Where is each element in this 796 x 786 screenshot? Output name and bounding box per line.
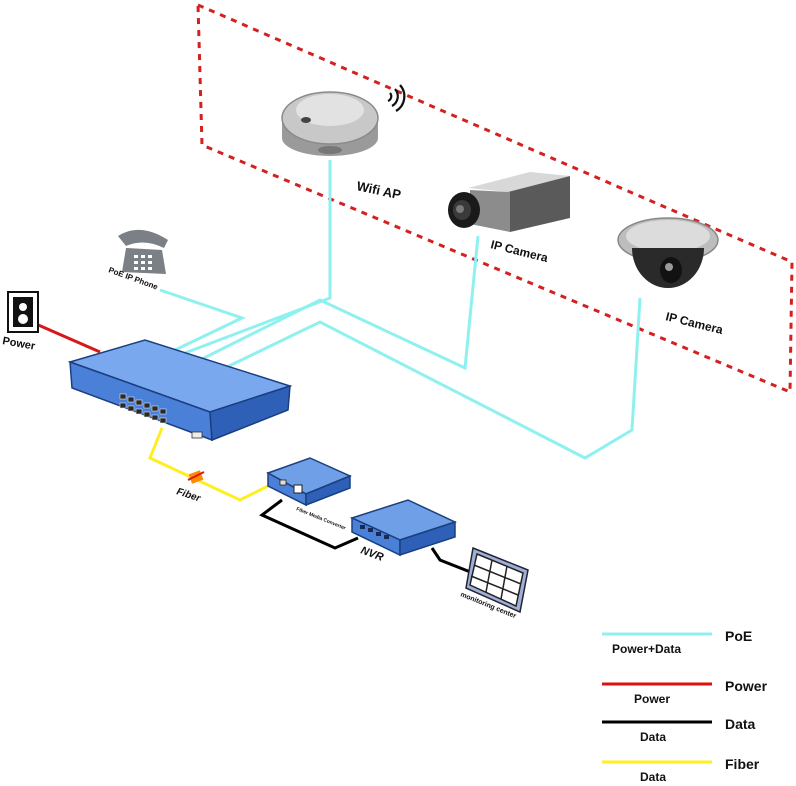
data-cable-converter-nvr [259, 498, 359, 550]
ip-camera-dome-device [617, 217, 719, 288]
power-cable [35, 322, 101, 354]
poe-switch [67, 339, 293, 442]
legend-item: Power Power [602, 678, 768, 706]
wifi-signal-icon [387, 84, 406, 112]
media-converter-device [266, 457, 352, 507]
label-nvr: NVR [359, 545, 385, 564]
monitoring-wall-device [465, 546, 529, 614]
data-cables [259, 498, 479, 577]
legend-desc: Power [634, 692, 670, 706]
legend-item: PoE Power+Data [602, 628, 752, 656]
wifi-ap-device [281, 91, 379, 156]
ip-camera-box-device [448, 172, 570, 232]
data-cable-nvr-monitor [430, 547, 479, 577]
poe-cable-ipcam [199, 235, 480, 371]
label-wifi-ap: Wifi AP [355, 178, 402, 202]
label-power-outlet: Power [1, 335, 36, 353]
label-ip-camera-dome: IP Camera [664, 309, 724, 337]
legend-key: Power [725, 678, 768, 694]
legend-item: Fiber Data [602, 756, 760, 784]
legend-desc: Data [640, 770, 666, 784]
poe-cables [159, 160, 642, 460]
phone-icon [118, 229, 168, 274]
legend-desc: Data [640, 730, 666, 744]
legend: PoE Power+Data Power Power Data Data Fib… [602, 628, 768, 784]
label-ip-camera-box: IP Camera [489, 237, 549, 265]
poe-cable-dome [224, 297, 642, 460]
label-media-converter: Fiber Media Converter [295, 506, 346, 531]
power-outlet-icon [7, 291, 39, 333]
label-fiber: Fiber [175, 486, 203, 504]
nvr-device [349, 499, 458, 557]
legend-desc: Power+Data [612, 642, 681, 656]
legend-key: Data [725, 716, 756, 732]
fiber-connector-icon [187, 470, 205, 484]
poe-cable-phone [159, 288, 246, 352]
poe-cable-wifi [184, 160, 332, 355]
legend-key: PoE [725, 628, 752, 644]
legend-item: Data Data [602, 716, 756, 744]
legend-key: Fiber [725, 756, 760, 772]
